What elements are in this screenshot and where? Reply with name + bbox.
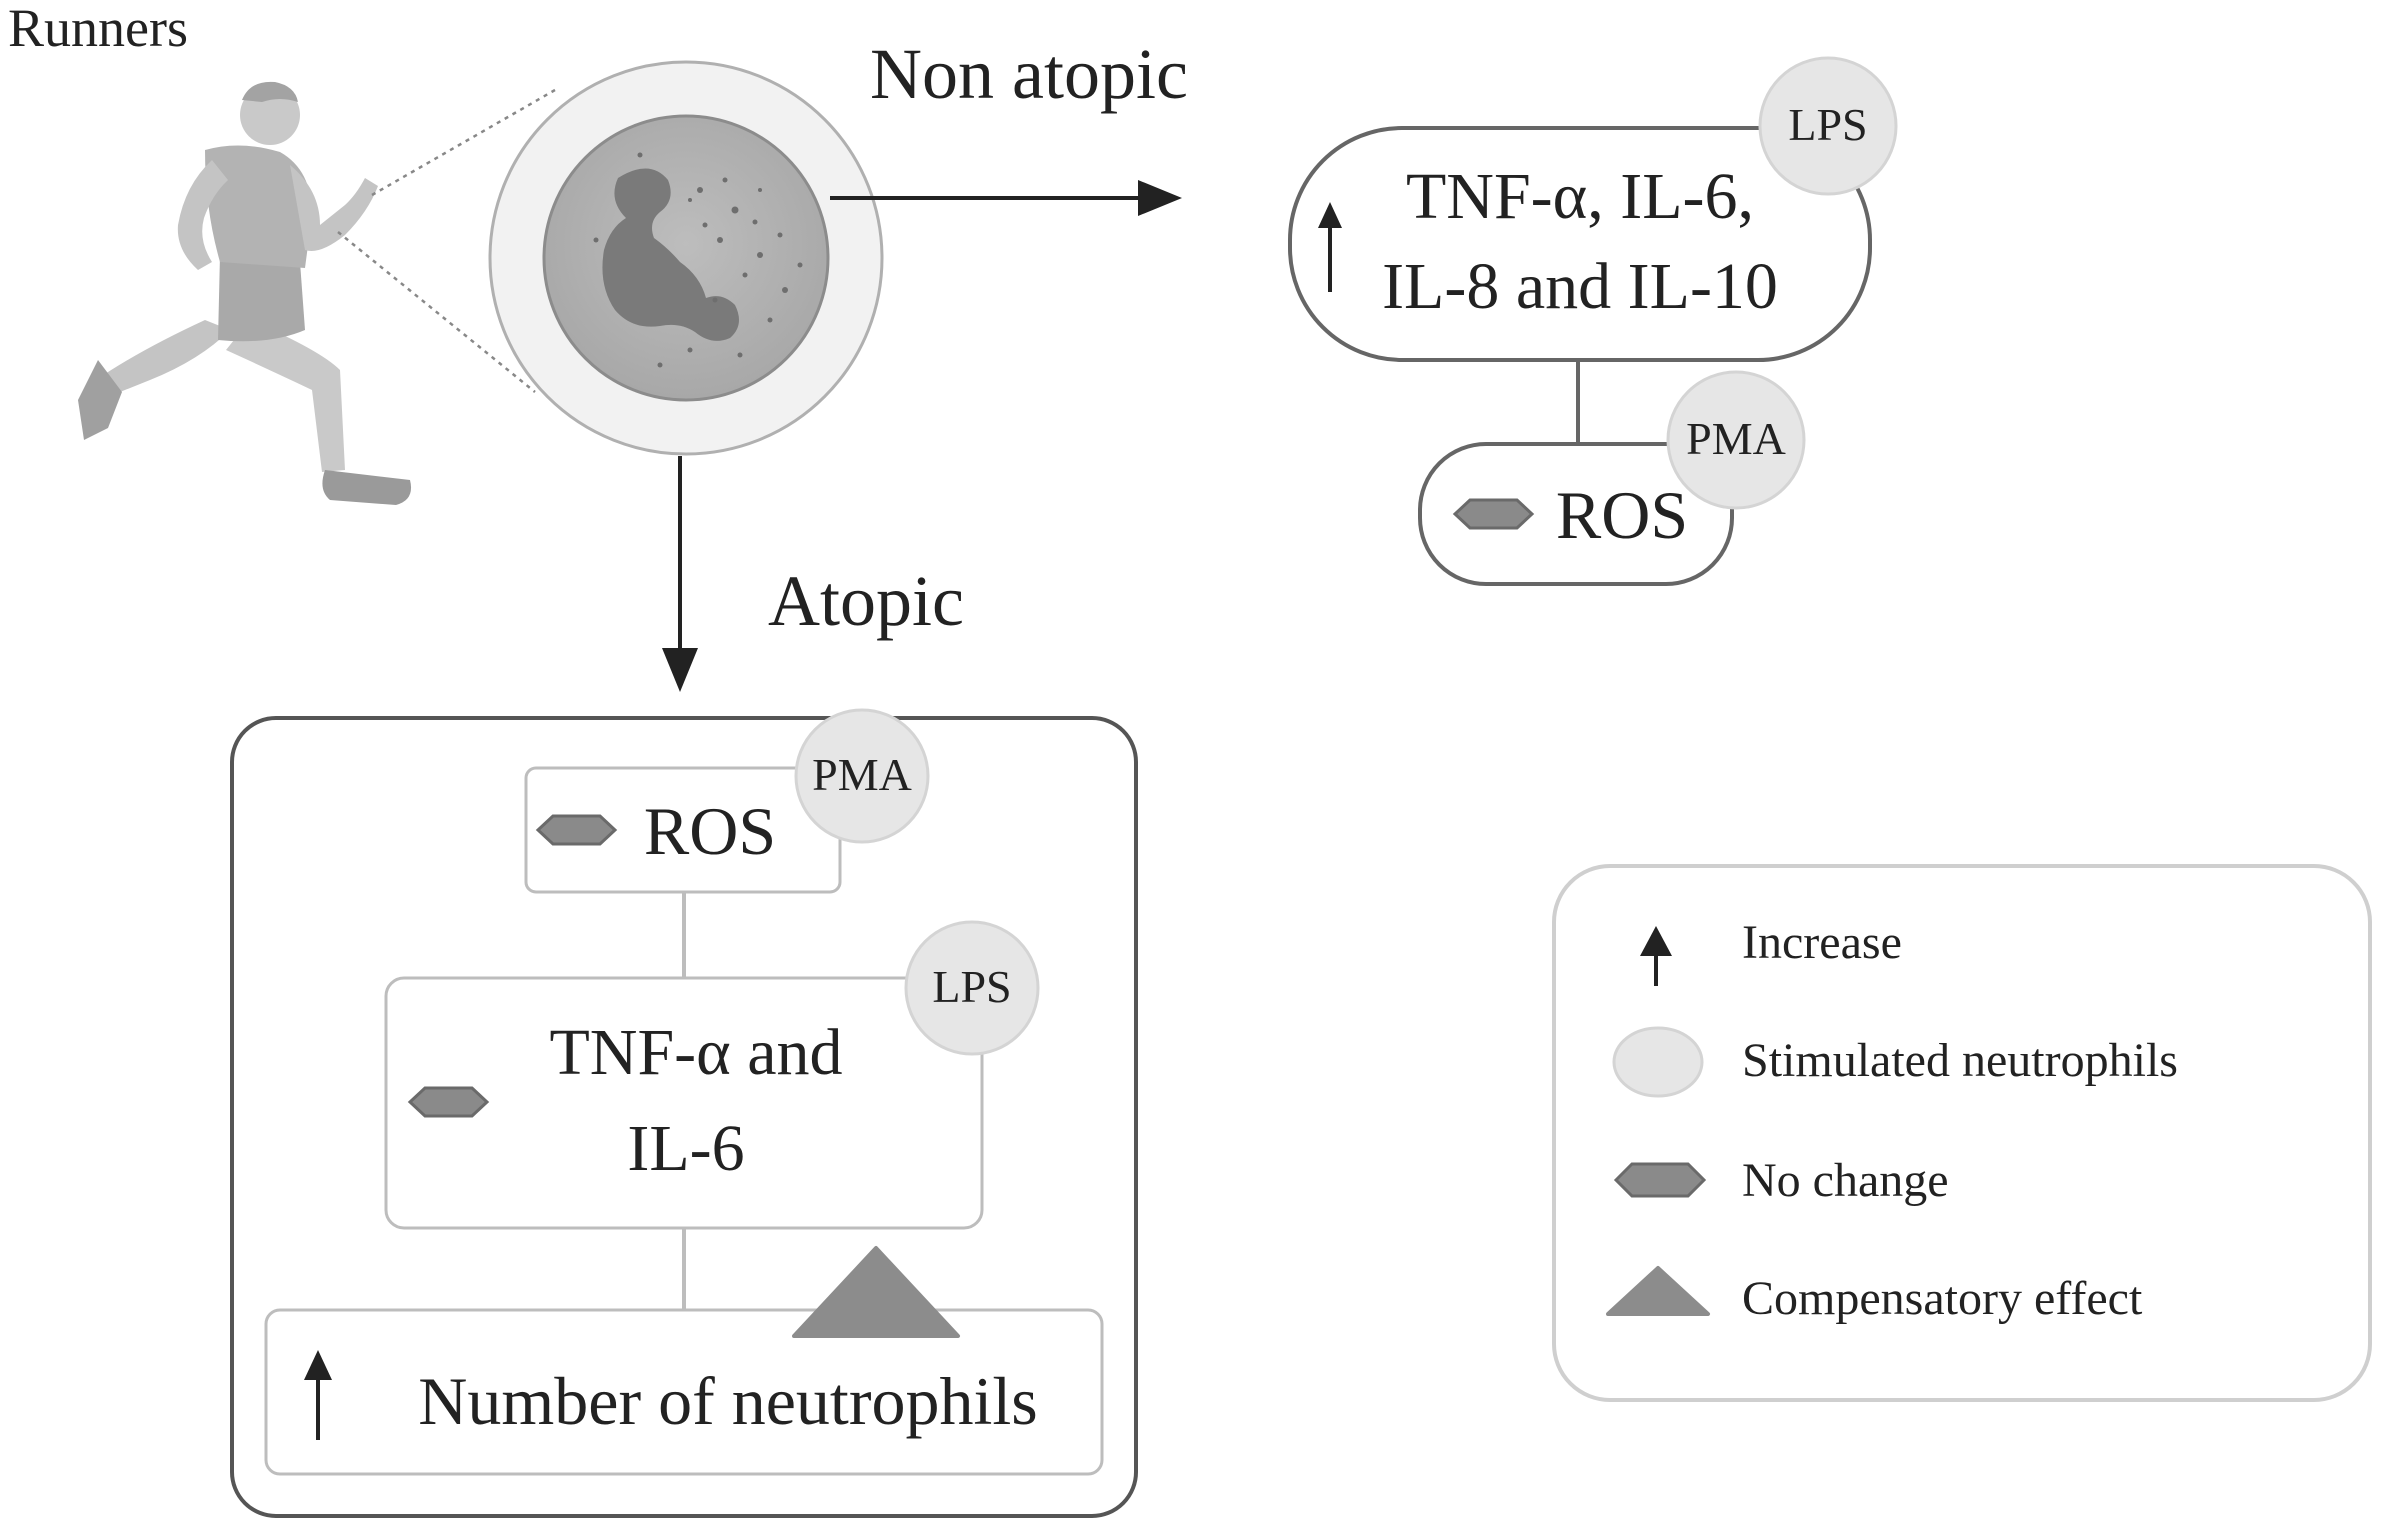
stimulated-neutrophil-icon: LPS [904,920,1040,1056]
legend-item-no-change: No change [1613,1154,1949,1207]
atopic-label: Atopic [768,561,964,641]
atopic-ros-box: ROS [524,766,842,894]
no-change-icon [1452,498,1535,530]
non-atopic-cytokine-line1: TNF-α, IL-6, [1406,160,1754,233]
runners-title: Runners [8,0,188,58]
legend-label-stimulated: Stimulated neutrophils [1742,1034,2178,1087]
non-atopic-cytokine-line2: IL-8 and IL-10 [1382,250,1778,323]
atopic-cytokine-box: TNF-α and IL-6 [384,976,984,1230]
stimulated-neutrophil-icon [1612,1026,1704,1098]
no-change-icon [535,814,618,846]
stimulated-neutrophil-icon: PMA [1666,370,1806,510]
non-atopic-pma-stimulus: PMA [1686,413,1786,464]
atopic-cytokine-line2: IL-6 [627,1112,744,1185]
stimulated-neutrophil-icon: PMA [794,708,930,844]
non-atopic-ros-box: ROS [1418,442,1734,586]
arrow-to-atopic [662,456,698,692]
neutrophil-cell-icon [488,60,884,456]
atopic-ros-label: ROS [644,793,776,869]
no-change-icon [407,1086,490,1118]
atopic-cytokine-line1: TNF-α and [549,1016,842,1089]
compensatory-triangle-icon [792,1246,960,1338]
legend-label-increase: Increase [1742,916,1902,969]
non-atopic-lps-stimulus: LPS [1788,99,1867,150]
runner-icon [78,81,412,505]
atopic-neutrophil-box: Number of neutrophils [264,1308,1104,1476]
legend-item-compensatory: Compensatory effect [1606,1266,2143,1325]
non-atopic-label: Non atopic [870,34,1188,114]
zoom-lines [337,88,556,393]
compensatory-triangle-icon [1606,1266,1710,1316]
atopic-lps-stimulus: LPS [932,961,1011,1012]
non-atopic-cytokine-box: TNF-α, IL-6, IL-8 and IL-10 [1288,126,1872,362]
atopic-pma-stimulus: PMA [812,749,912,800]
legend-label-no-change: No change [1742,1154,1949,1207]
increase-arrow-icon [1640,926,1672,986]
stimulated-neutrophil-icon: LPS [1758,56,1898,196]
increase-arrow-icon [1318,202,1342,292]
legend-box: Increase Stimulated neutrophils No chang… [1552,864,2372,1402]
arrow-to-non-atopic [830,180,1182,216]
legend-label-compensatory: Compensatory effect [1742,1272,2143,1325]
increase-arrow-icon [304,1350,332,1440]
legend-item-stimulated: Stimulated neutrophils [1612,1026,2178,1098]
non-atopic-ros-label: ROS [1556,477,1688,553]
no-change-icon [1613,1162,1707,1198]
legend-item-increase: Increase [1640,916,1902,986]
atopic-neutrophil-label: Number of neutrophils [418,1363,1037,1439]
